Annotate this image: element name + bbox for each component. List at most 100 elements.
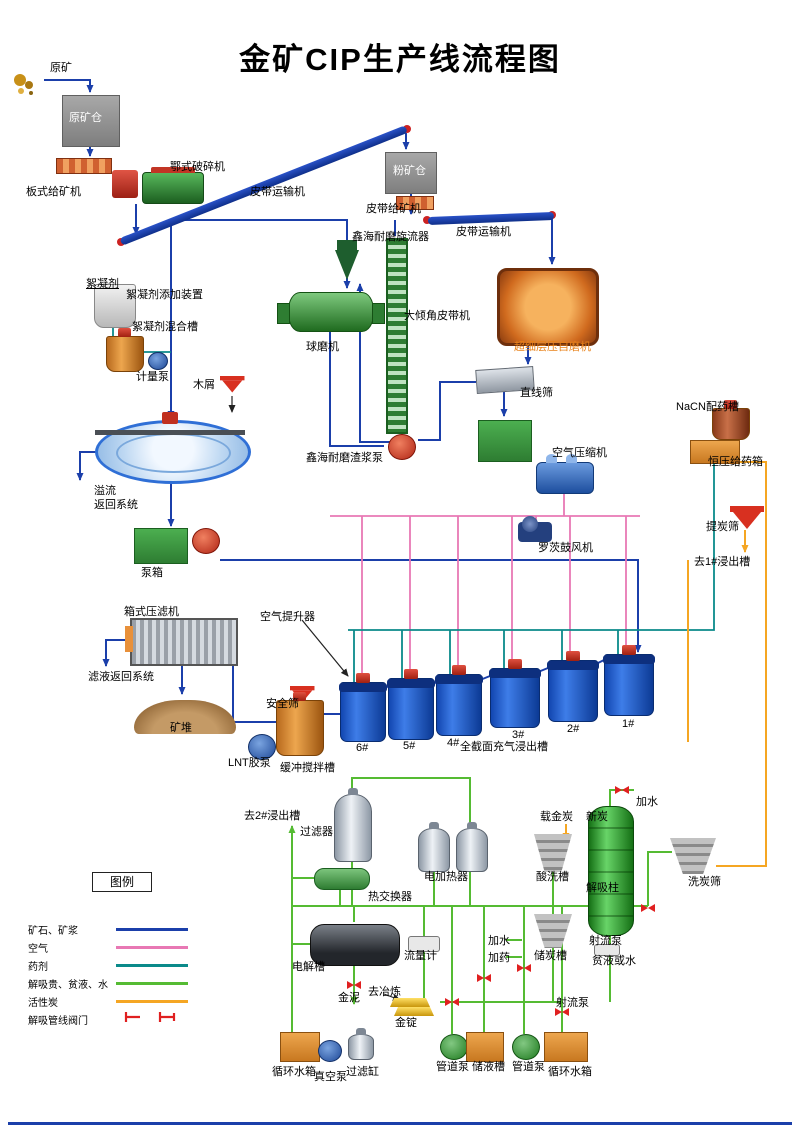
label-ball-mill: 球磨机 bbox=[306, 341, 339, 353]
label-tank-6: 6# bbox=[356, 742, 369, 754]
label-flocculant-mixing-tank: 絮凝剂混合槽 bbox=[132, 321, 198, 333]
label-heat-exchanger: 热交换器 bbox=[368, 891, 412, 903]
raw-ore-bin bbox=[62, 95, 120, 147]
label-raw-ore-bin: 原矿仓 bbox=[69, 112, 102, 124]
flocculant-adding-device bbox=[94, 284, 136, 328]
label-raw-ore: 原矿 bbox=[50, 62, 72, 74]
circulating-water-tank-2 bbox=[544, 1032, 588, 1062]
label-tank-3: 3# bbox=[512, 729, 525, 741]
leach-tank-2 bbox=[547, 651, 599, 722]
filter-vessel bbox=[334, 788, 372, 862]
label-belt-conveyor-2: 皮带运输机 bbox=[456, 226, 511, 238]
thickener-drive bbox=[162, 412, 178, 424]
cyclone-cone bbox=[335, 250, 359, 280]
label-to-tank1: 去1#浸出槽 bbox=[694, 556, 751, 568]
label-overflow-return-system: 返回系统 bbox=[94, 499, 138, 511]
plate-feeder bbox=[56, 158, 112, 174]
bottom-rule bbox=[8, 1122, 792, 1125]
label-electric-heater: 电加热器 bbox=[424, 871, 468, 883]
label-to-smelting: 去冶炼 bbox=[368, 986, 401, 998]
gold-ingot-1 bbox=[390, 998, 430, 1007]
label-filter: 过滤器 bbox=[300, 826, 333, 838]
label-jaw-crusher: 鄂式破碎机 bbox=[170, 161, 225, 173]
label-gold-mud: 金泥 bbox=[338, 992, 360, 1004]
label-fine-ore-bin: 粉矿仓 bbox=[393, 165, 426, 177]
label-jet-pump-2: 射流泵 bbox=[556, 997, 589, 1009]
slurry-pump bbox=[388, 434, 416, 460]
pipeline-pump-1 bbox=[440, 1034, 468, 1060]
liquid-storage-tank bbox=[466, 1032, 504, 1062]
legend-item-reagent: 药剂 bbox=[28, 956, 213, 974]
label-lean-liquid-or-water: 贫液或水 bbox=[592, 955, 636, 967]
legend-item-label: 活性炭 bbox=[28, 997, 58, 1009]
label-add-water-mid: 加水 bbox=[488, 935, 510, 947]
legend-line bbox=[116, 999, 188, 1003]
label-carbon-storage: 储炭槽 bbox=[534, 950, 567, 962]
label-belt-feeder: 皮带给矿机 bbox=[366, 203, 421, 215]
filter-press bbox=[125, 618, 238, 666]
electric-heater-1 bbox=[418, 822, 450, 872]
raw-ore-icon bbox=[14, 74, 26, 86]
label-new-carbon: 新炭 bbox=[586, 811, 608, 823]
label-tank-1: 1# bbox=[622, 718, 635, 730]
screen-discharge-box bbox=[478, 420, 532, 462]
legend-items: 矿石、矿浆空气药剂解吸贵、贫液、水活性炭解吸管线阀门 bbox=[28, 920, 213, 1028]
ball-mill bbox=[277, 292, 385, 332]
label-jet-pump-1: 射流泵 bbox=[589, 935, 622, 947]
label-gold-ingot: 金锭 bbox=[395, 1017, 417, 1029]
legend-line bbox=[116, 927, 188, 931]
legend-item-label: 解吸管线阀门 bbox=[28, 1015, 88, 1027]
label-filter-cylinder: 过滤缸 bbox=[346, 1066, 379, 1078]
pump-box-pump bbox=[192, 528, 220, 554]
pump-box bbox=[134, 528, 188, 564]
label-tank-5: 5# bbox=[403, 740, 416, 752]
label-air-compressor: 空气压缩机 bbox=[552, 447, 607, 459]
desorption-column bbox=[588, 806, 634, 936]
legend-item-liquids-water: 解吸贵、贫液、水 bbox=[28, 974, 213, 992]
label-electrolysis-tank: 电解槽 bbox=[292, 961, 325, 973]
label-inclined-belt: 大倾角皮带机 bbox=[404, 310, 470, 322]
label-belt-conveyor-1: 皮带运输机 bbox=[250, 186, 305, 198]
legend-item-desorption-valve: 解吸管线阀门 bbox=[28, 1010, 213, 1028]
fine-ore-bin bbox=[385, 152, 437, 194]
water-liquid-lines bbox=[288, 777, 672, 1034]
label-slurry-pump: 鑫海耐磨渣浆泵 bbox=[306, 452, 383, 464]
wood-chip-funnel bbox=[220, 376, 245, 395]
leach-tank-3 bbox=[489, 659, 541, 728]
valve-symbol bbox=[116, 1010, 186, 1029]
label-plate-feeder: 板式给矿机 bbox=[26, 186, 81, 198]
label-carbon-wash-screen: 洗炭筛 bbox=[688, 876, 721, 888]
label-roots-blower: 罗茨鼓风机 bbox=[538, 542, 593, 554]
label-carbon-screen: 提炭筛 bbox=[706, 521, 739, 533]
constant-pressure-dosing-box bbox=[690, 440, 740, 464]
label-air-lifter: 空气提升器 bbox=[260, 611, 315, 623]
label-circulating-water-tank-1: 循环水箱 bbox=[272, 1066, 316, 1078]
legend-item-label: 解吸贵、贫液、水 bbox=[28, 979, 108, 991]
legend: 图例 矿石、矿浆空气药剂解吸贵、贫液、水活性炭解吸管线阀门 bbox=[28, 872, 213, 1028]
label-pump-box: 泵箱 bbox=[141, 567, 163, 579]
label-flocculant-feeder: 絮凝剂添加装置 bbox=[126, 289, 203, 301]
buffer-agitation-tank bbox=[276, 692, 324, 756]
cyclone bbox=[337, 240, 357, 250]
reagent-lines bbox=[112, 326, 731, 686]
label-buffer-tank: 缓冲搅拌槽 bbox=[280, 762, 335, 774]
legend-item-label: 空气 bbox=[28, 943, 48, 955]
metering-pump bbox=[148, 352, 168, 370]
carbon-lift-screen bbox=[730, 506, 764, 532]
inclined-belt-conveyor bbox=[386, 238, 408, 434]
legend-item-activated-carbon: 活性炭 bbox=[28, 992, 213, 1010]
label-safety-screen: 安全筛 bbox=[266, 698, 299, 710]
belt-feeder bbox=[396, 196, 434, 210]
label-acid-wash-tank: 酸洗槽 bbox=[536, 871, 569, 883]
heat-exchanger bbox=[314, 868, 370, 890]
leach-tank-4 bbox=[435, 665, 483, 736]
leach-tank-5 bbox=[387, 669, 435, 740]
label-filtrate-return: 滤液返回系统 bbox=[88, 671, 154, 683]
label-leaching-tanks: 全截面充气浸出槽 bbox=[460, 741, 548, 753]
pipeline-pump-2 bbox=[512, 1034, 540, 1060]
vacuum-pump bbox=[318, 1040, 342, 1062]
label-nacn-tank: NaCN配药槽 bbox=[676, 401, 739, 413]
label-overflow: 溢流 bbox=[94, 485, 116, 497]
